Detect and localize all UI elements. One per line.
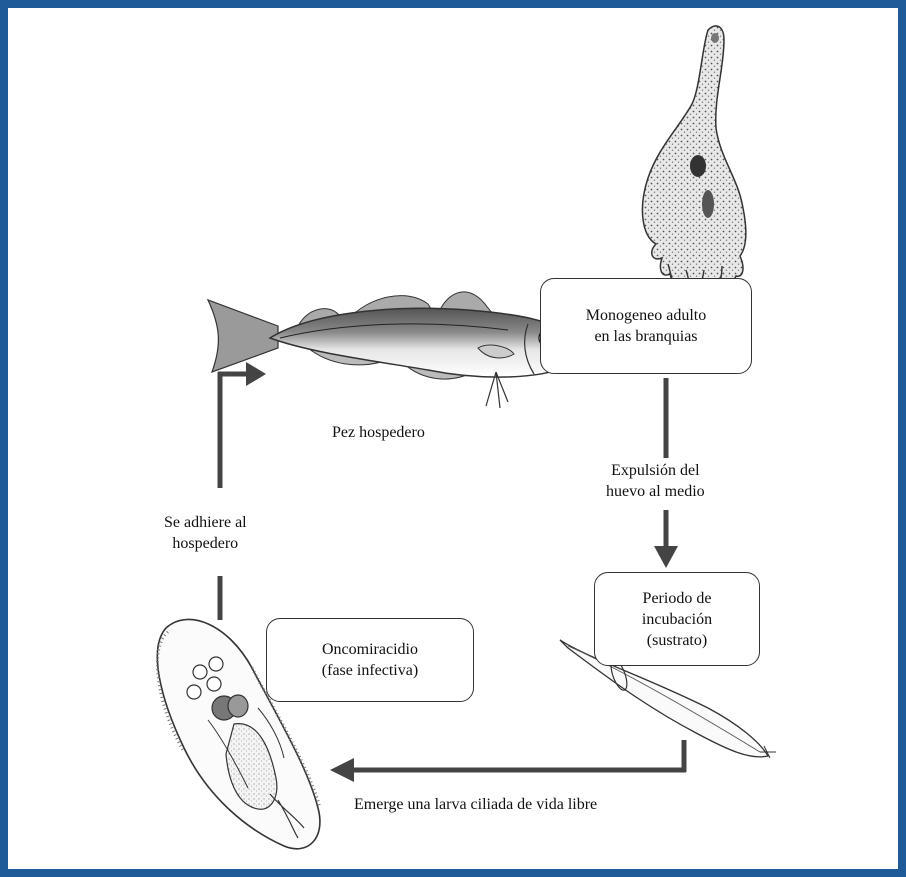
diagram-canvas — [8, 8, 898, 869]
stage-oncomiracidium-text: Oncomiracidio (fase infectiva) — [322, 639, 418, 681]
stage-box-adult: Monogeneo adulto en las branquias — [540, 278, 752, 374]
larva-emerges-label: Emerge una larva ciliada de vida libre — [354, 794, 597, 815]
host-fish-label: Pez hospedero — [332, 422, 425, 443]
egg-release-label: Expulsión del huevo al medio — [606, 460, 705, 502]
attaches-host-label: Se adhiere al hospedero — [164, 512, 247, 554]
adult-monogenean-illustration — [642, 26, 745, 308]
host-fish-illustration — [208, 292, 580, 408]
life-cycle-diagram: Monogeneo adulto en las branquias Period… — [8, 8, 898, 869]
stage-incubation-text: Periodo de incubación (sustrato) — [642, 588, 712, 651]
stage-adult-text: Monogeneo adulto en las branquias — [586, 305, 706, 347]
stage-box-oncomiracidium: Oncomiracidio (fase infectiva) — [266, 618, 474, 702]
stage-box-incubation: Periodo de incubación (sustrato) — [594, 572, 760, 666]
